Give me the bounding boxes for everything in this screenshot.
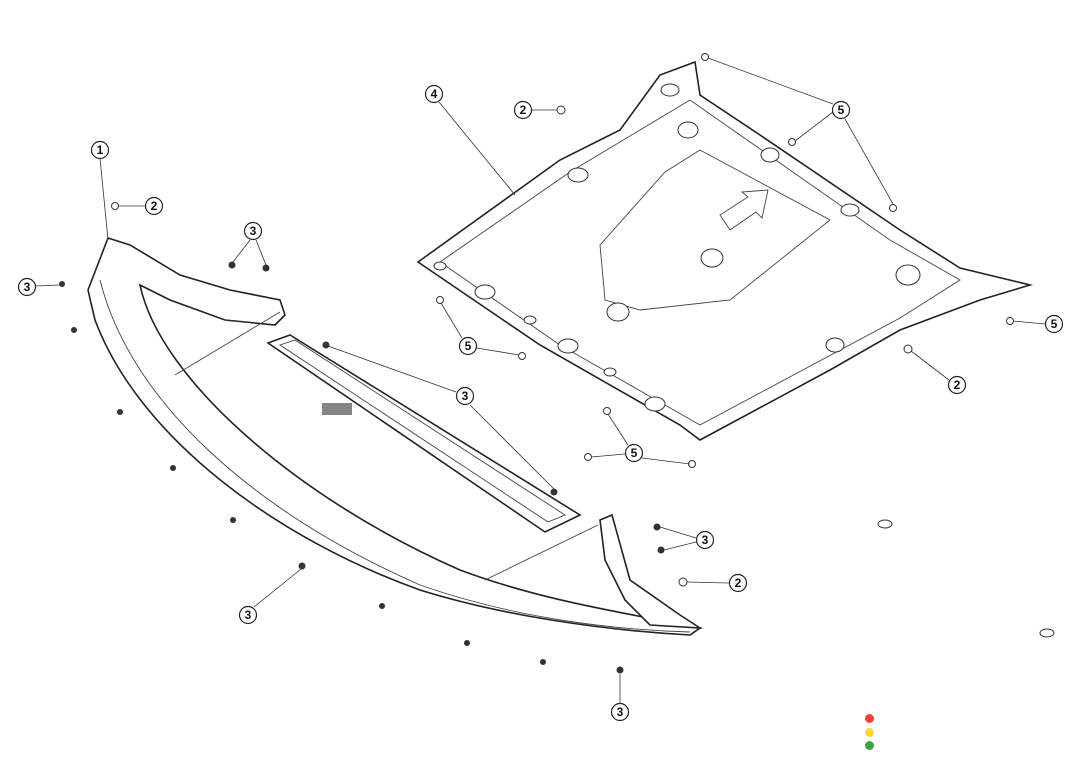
svg-text:2: 2 [151,199,158,213]
callout-3: 3 [243,221,263,241]
svg-text:3: 3 [702,533,709,547]
svg-text:2: 2 [520,103,527,117]
front-lower-spoiler [87,237,703,636]
center-strip [266,334,582,533]
callout-3: 3 [17,277,37,297]
callout-2: 2 [947,375,967,395]
svg-text:2: 2 [954,378,961,392]
svg-text:4: 4 [431,87,438,101]
callout-3: 3 [695,530,715,550]
callout-3: 3 [610,702,630,722]
callout-3: 3 [238,605,258,625]
callout-2: 2 [728,573,748,593]
svg-text:3: 3 [462,389,469,403]
svg-text:5: 5 [631,446,638,460]
leader-lines [35,57,1046,703]
callout-5: 5 [458,336,478,356]
status-dot-green [865,741,874,750]
status-dot-yellow [865,728,874,737]
underbody-panel [416,60,1034,441]
fasteners [59,53,1055,674]
callout-2: 2 [144,196,164,216]
status-dot-red [865,714,874,723]
svg-text:3: 3 [617,705,624,719]
callout-5: 5 [831,100,851,120]
callout-5: 5 [624,443,644,463]
svg-text:3: 3 [250,224,257,238]
callout-5: 5 [1044,314,1064,334]
svg-text:5: 5 [1051,317,1058,331]
callout-4: 4 [424,84,444,104]
svg-text:2: 2 [735,576,742,590]
svg-text:1: 1 [97,143,104,157]
callout-3: 3 [455,386,475,406]
svg-text:5: 5 [465,339,472,353]
svg-text:5: 5 [838,103,845,117]
svg-text:3: 3 [245,608,252,622]
callout-1: 1 [90,140,110,160]
svg-text:3: 3 [24,280,31,294]
panel-holes [433,83,921,412]
callout-2: 2 [513,100,533,120]
